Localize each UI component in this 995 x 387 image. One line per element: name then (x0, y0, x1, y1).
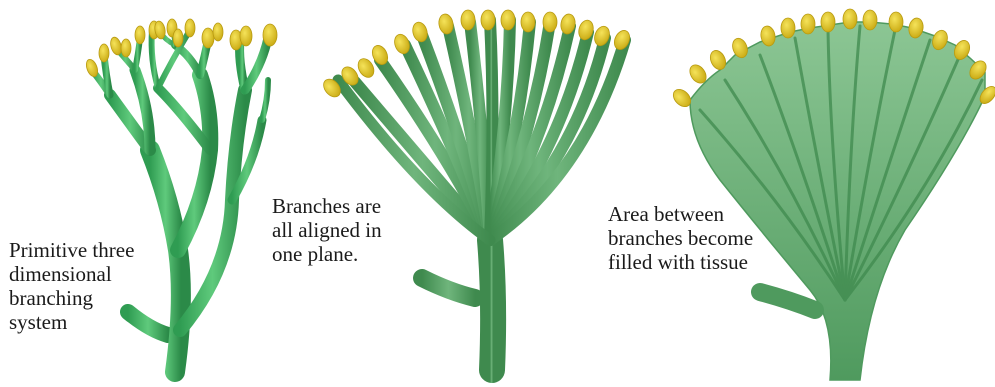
caption-line: Branches are (272, 194, 382, 218)
caption-primitive-branching: Primitive three dimensional branching sy… (9, 238, 134, 334)
caption-line: dimensional (9, 262, 134, 286)
webbed-leaf-plant (670, 9, 995, 380)
caption-line: filled with tissue (608, 250, 753, 274)
caption-line: Primitive three (9, 238, 134, 262)
caption-line: system (9, 310, 134, 334)
caption-line: Area between (608, 202, 753, 226)
caption-line: branches become (608, 226, 753, 250)
caption-line: branching (9, 286, 134, 310)
caption-line: one plane. (272, 242, 382, 266)
caption-planation: Branches are all aligned in one plane. (272, 194, 382, 266)
planate-branching-plant (320, 10, 632, 370)
caption-webbing: Area between branches become filled with… (608, 202, 753, 274)
caption-line: all aligned in (272, 218, 382, 242)
